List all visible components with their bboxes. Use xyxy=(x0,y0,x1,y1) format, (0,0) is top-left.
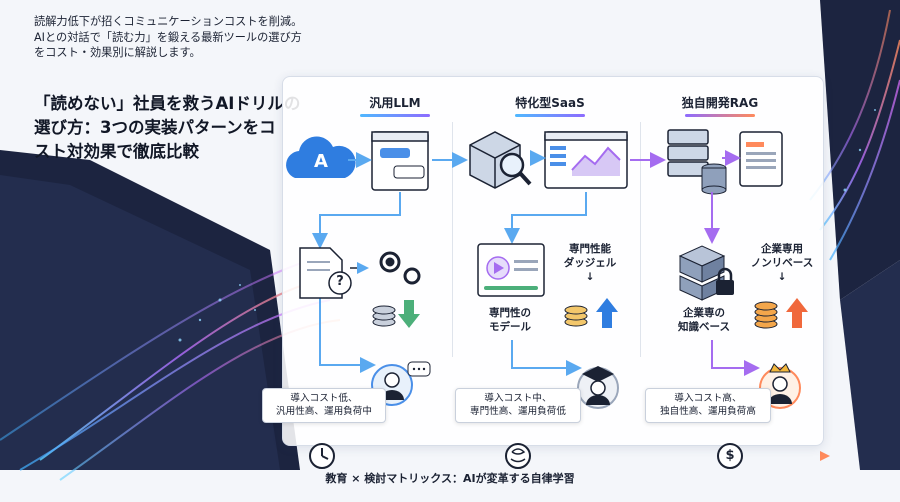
saas-feature-arrow: ↓ xyxy=(585,271,595,283)
column-divider-2 xyxy=(640,122,641,357)
intro-text: 読解力低下が招くコミュニケーションコストを削減。 AIとの対話で「読む力」を鍛え… xyxy=(34,14,334,61)
document-question-icon xyxy=(299,247,352,299)
saas-feature-label: 専門性能 ダッジェル ↓ xyxy=(550,242,630,284)
secure-knowledge-base-icon xyxy=(678,245,734,301)
summary-saas-line-2: 専門性高、運用負荷低 xyxy=(470,405,566,417)
saas-model-line-1: 専門性の xyxy=(489,307,531,319)
rag-feature-line-1: 企業専用 xyxy=(761,243,803,255)
clock-icon xyxy=(309,443,335,469)
gears-icon xyxy=(379,251,421,285)
brain-icon xyxy=(505,443,531,469)
summary-saas-line-1: 導入コスト中、 xyxy=(484,393,552,404)
coins-icon xyxy=(372,305,396,327)
summary-box-general-llm: 導入コスト低、 汎用性高、運用負荷中 xyxy=(262,388,386,423)
dollar-sign: $ xyxy=(725,448,735,463)
intro-line-2: AIとの対話で「読む力」を鍛える最新ツールの選び方 xyxy=(34,30,302,44)
server-database-icon xyxy=(667,129,727,195)
summary-llm-line-1: 導入コスト低、 xyxy=(290,393,358,404)
dollar-coin-icon xyxy=(717,443,743,469)
document-window-icon xyxy=(739,131,783,187)
intro-line-3: をコスト・効果別に解説します。 xyxy=(34,46,201,59)
cost-up-arrow-icon xyxy=(786,298,808,328)
rag-feature-arrow: ↓ xyxy=(777,271,787,283)
video-lesson-icon xyxy=(477,243,545,297)
headline: 「読めない」社員を救うAIドリルの 選び方：3つの実装パターンをコ スト対効果で… xyxy=(34,92,324,164)
saas-feature-line-2: ダッジェル xyxy=(563,257,617,269)
saas-model-label: 専門性の モデール xyxy=(470,306,550,334)
package-search-icon xyxy=(469,131,532,189)
coins-icon-2 xyxy=(564,305,588,327)
cloud-letter: A xyxy=(314,151,328,172)
cloud-ai-icon xyxy=(286,136,356,178)
rag-kb-line-2: 知識ベース xyxy=(678,321,730,333)
column-underline-3 xyxy=(685,114,755,117)
intro-line-1: 読解力低下が招くコミュニケーションコストを削減。 xyxy=(34,15,303,28)
column-divider-1 xyxy=(452,122,453,357)
summary-rag-line-1: 導入コスト高、 xyxy=(674,393,742,404)
chat-window-icon xyxy=(371,131,429,191)
headline-line-2: 選び方：3つの実装パターンをコ xyxy=(34,118,276,137)
summary-llm-line-2: 汎用性高、運用負荷中 xyxy=(276,405,372,417)
coins-icon-3 xyxy=(754,301,778,329)
saas-model-line-2: モデール xyxy=(489,321,531,333)
summary-rag-line-2: 独自性高、運用負荷高 xyxy=(660,405,756,417)
graduate-avatar-icon xyxy=(577,366,619,409)
question-mark: ? xyxy=(336,274,344,289)
column-title-general-llm: 汎用LLM xyxy=(369,96,421,110)
column-underline-1 xyxy=(360,114,430,117)
column-title-specialized-saas: 特化型SaaS xyxy=(515,96,585,110)
saas-feature-line-1: 専門性能 xyxy=(569,243,611,255)
performance-up-arrow-icon xyxy=(596,298,618,328)
column-title-custom-rag: 独自開発RAG xyxy=(681,96,759,110)
cost-down-arrow-icon xyxy=(398,300,420,328)
rag-feature-label: 企業専用 ノンリベース ↓ xyxy=(742,242,822,284)
column-underline-2 xyxy=(515,114,585,117)
rag-kb-line-1: 企業専の xyxy=(683,307,725,319)
summary-box-specialized-saas: 導入コスト中、 専門性高、運用負荷低 xyxy=(455,388,581,423)
headline-line-1: 「読めない」社員を救うAIドリルの xyxy=(34,94,301,113)
rag-feature-line-2: ノンリベース xyxy=(750,257,814,269)
rag-kb-label: 企業専の 知識ベース xyxy=(664,306,744,334)
footer-caption: 教育 × 検討マトリックス：AIが変革する自律学習 xyxy=(325,472,575,485)
summary-box-custom-rag: 導入コスト高、 独自性高、運用負荷高 xyxy=(645,388,771,423)
headline-line-3: スト対効果で徹底比較 xyxy=(34,142,199,161)
dashboard-window-icon xyxy=(544,131,628,189)
